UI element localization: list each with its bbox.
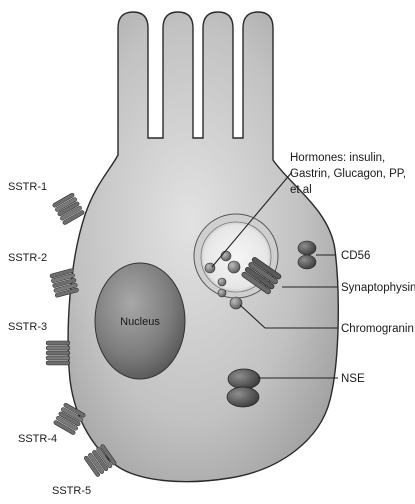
nucleus-label: Nucleus [120,316,160,328]
sstr-2-label: SSTR-2 [8,252,47,264]
chromogranin-label: Chromogranin A [341,323,415,335]
vesicle-granule [218,289,226,297]
sstr-1-label: SSTR-1 [8,181,47,193]
synaptophysin-label: Synaptophysin [341,282,415,294]
vesicle-granule [230,297,242,309]
hormones-label-line-3: et al [290,184,312,196]
sstr-3-label: SSTR-3 [8,321,47,333]
sstr-3-receptor [46,341,70,365]
vesicle-granule [228,261,240,273]
hormones-label-line-2: Gastrin, Glucagon, PP, [290,168,406,180]
cd56-label: CD56 [341,250,370,262]
sstr-5-label: SSTR-5 [52,485,91,497]
vesicle-granule [221,251,231,261]
sstr-4-label: SSTR-4 [18,433,57,445]
nse-label: NSE [341,373,365,385]
sstr-1-receptor [52,192,85,225]
hormones-label-line-1: Hormones: insulin, [290,152,385,164]
vesicle-granule [218,278,226,286]
